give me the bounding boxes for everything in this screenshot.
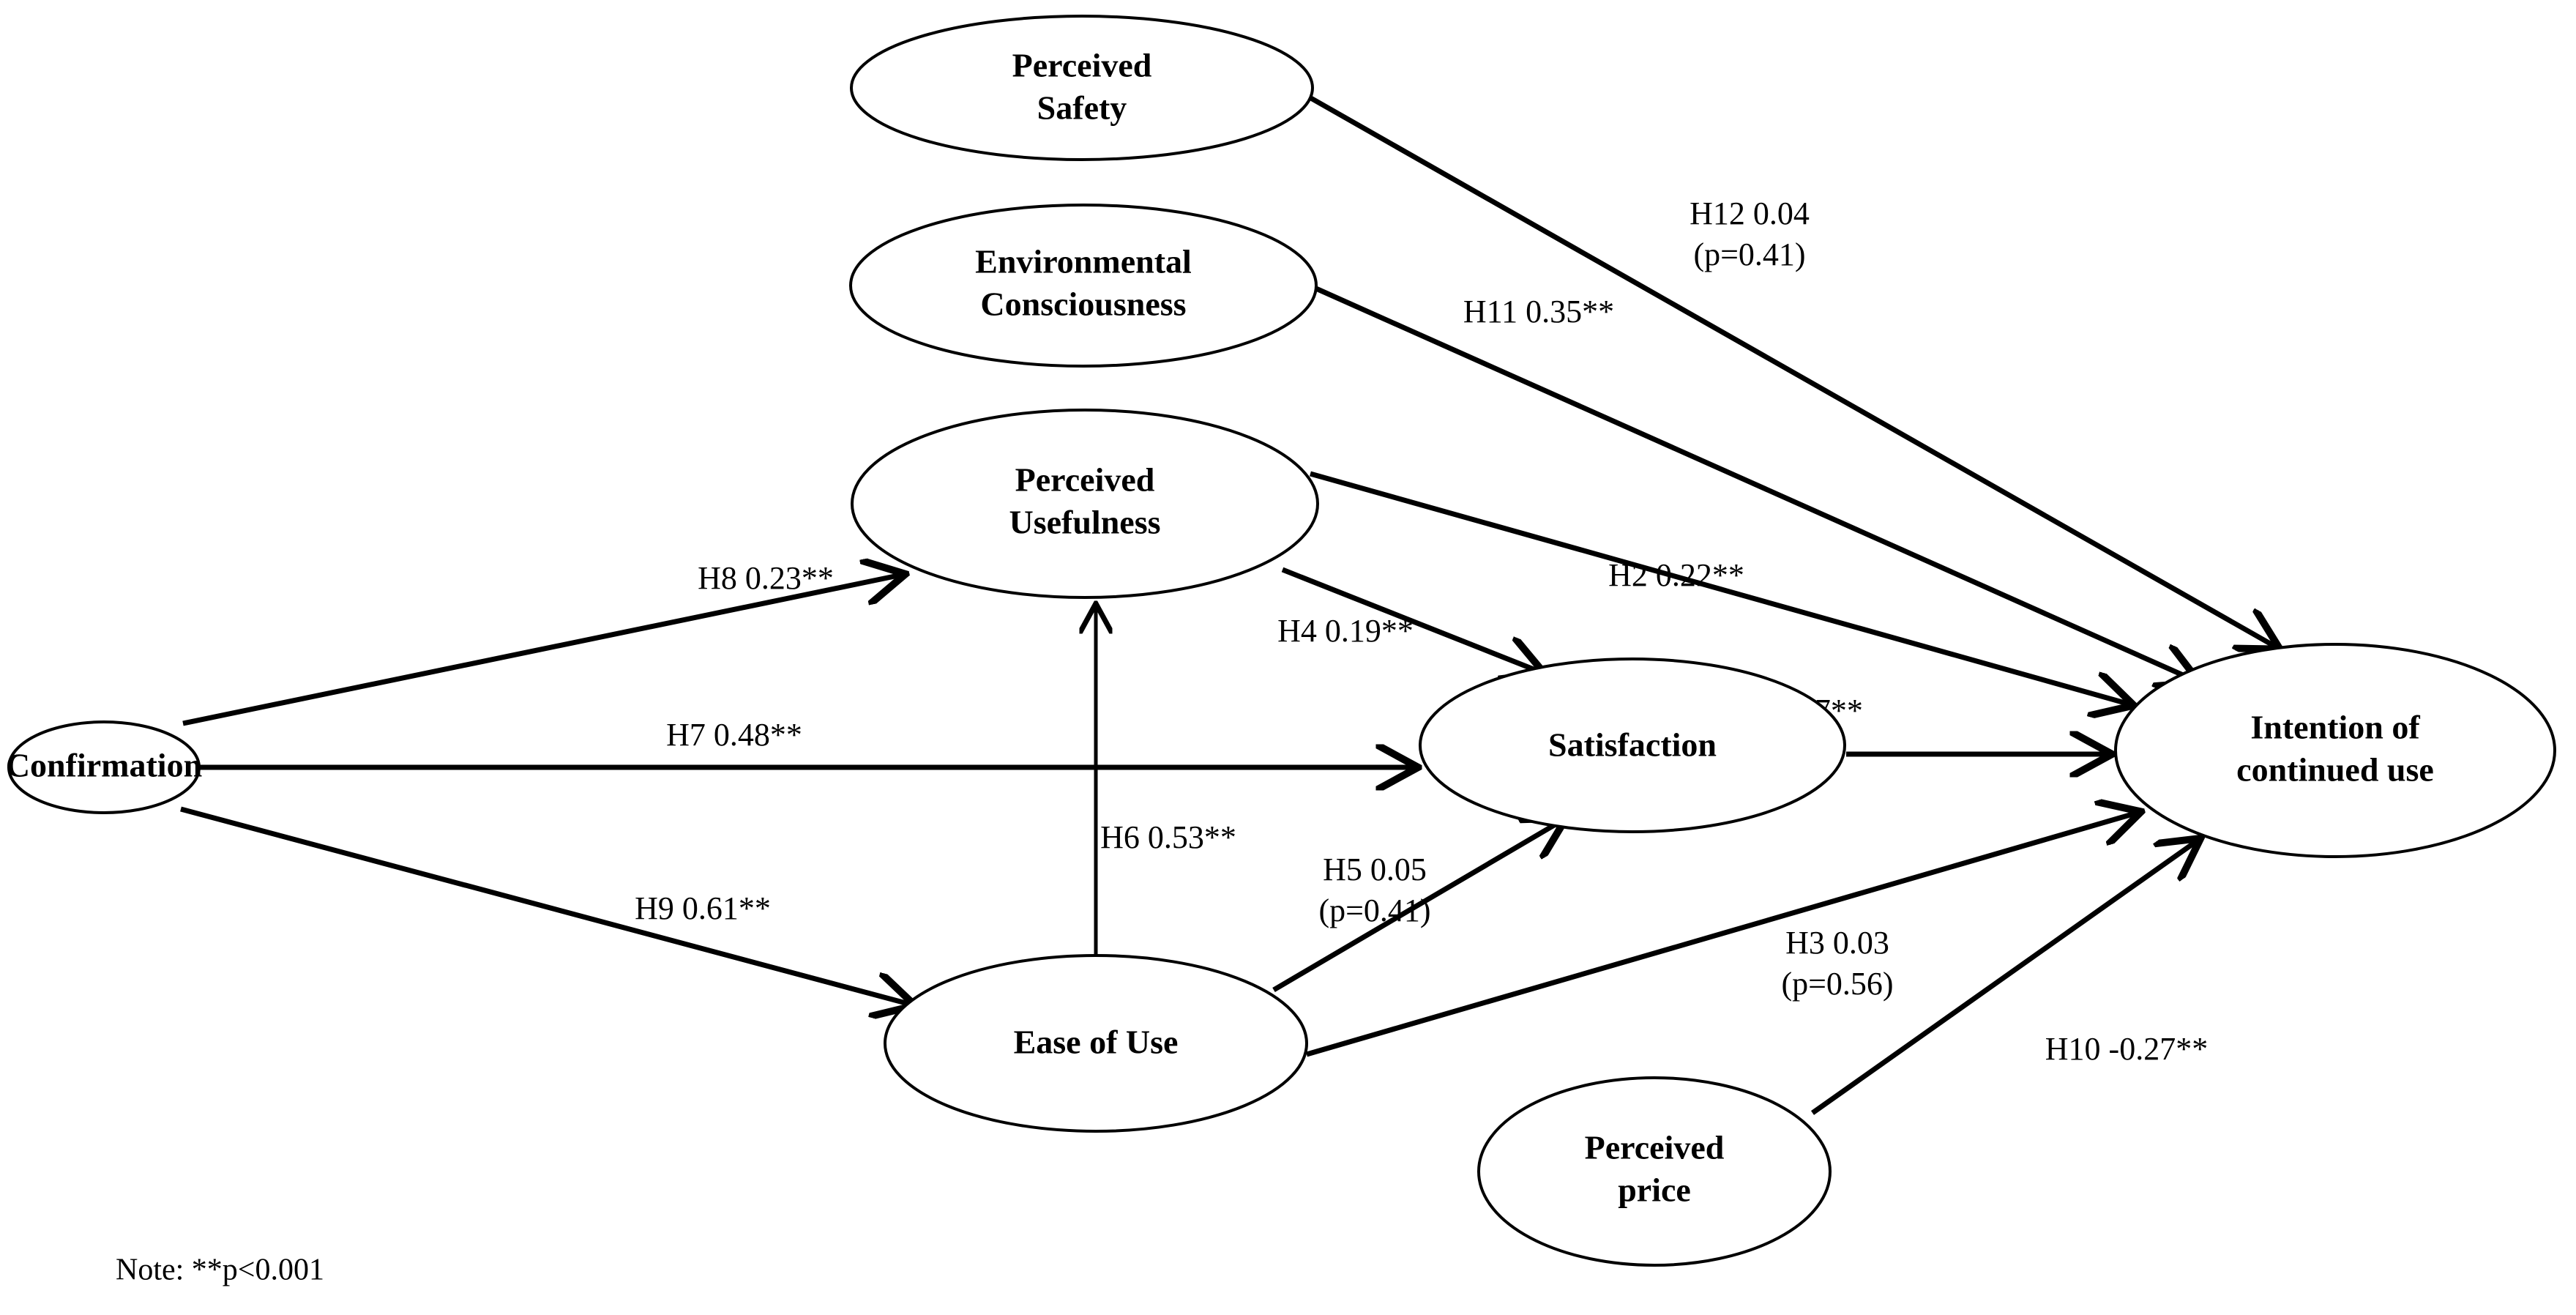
edge-h8-label: H8 0.23** (698, 560, 834, 596)
edge-h11-line (1310, 283, 2196, 681)
edge-h5: H5 0.05 (p=0.41) (1272, 820, 1563, 993)
edge-h8: H8 0.23** (182, 560, 902, 726)
node-ease-of-use[interactable]: Ease of Use (884, 954, 1308, 1133)
node-intention-of-continued-use-shape[interactable] (2114, 643, 2556, 858)
node-environmental-consciousness-label-line2: Consciousness (980, 286, 1186, 323)
node-ease-of-use-label: Ease of Use (1014, 1024, 1179, 1061)
edge-h5-line (1272, 820, 1563, 993)
figure-note: Note: **p<0.001 (116, 1253, 324, 1287)
edge-h3: H3 0.03 (p=0.56) (1306, 813, 2138, 1057)
node-perceived-price-shape[interactable] (1477, 1076, 1832, 1267)
edge-h5-label-line2: (p=0.41) (1318, 893, 1430, 928)
node-perceived-usefulness-label-line1: Perceived (1015, 461, 1155, 499)
node-confirmation-label: Confirmation (6, 747, 202, 784)
node-perceived-usefulness[interactable]: Perceived Usefulness (851, 409, 1319, 599)
node-environmental-consciousness[interactable]: Environmental Consciousness (849, 204, 1318, 368)
edge-h7-label: H7 0.48** (666, 717, 802, 753)
node-intention-of-continued-use[interactable]: Intention of continued use (2114, 643, 2556, 858)
edge-h10-line (1810, 841, 2198, 1115)
edge-h2-line (1310, 471, 2130, 704)
node-perceived-usefulness-label-line2: Usefulness (1009, 504, 1160, 541)
node-perceived-safety[interactable]: Perceived Safety (850, 15, 1314, 161)
node-confirmation-shape[interactable] (7, 720, 201, 814)
edge-h8-line (182, 575, 902, 726)
node-perceived-price[interactable]: Perceived price (1477, 1076, 1832, 1267)
node-environmental-consciousness-shape[interactable] (849, 204, 1318, 368)
edge-h9: H9 0.61** (180, 806, 911, 1005)
edge-h3-line (1306, 813, 2138, 1057)
edge-h2-label: H2 0.22** (1608, 557, 1744, 593)
node-confirmation[interactable]: Confirmation (6, 720, 202, 814)
node-perceived-price-label-line2: price (1618, 1171, 1691, 1209)
node-satisfaction-shape[interactable] (1419, 658, 1846, 833)
edge-h4-label: H4 0.19** (1277, 613, 1414, 649)
edge-h10: H10 -0.27** (1810, 841, 2208, 1115)
node-perceived-safety-label-line1: Perceived (1012, 47, 1152, 84)
edge-h10-label: H10 -0.27** (2045, 1031, 2208, 1067)
edge-h2: H2 0.22** (1310, 471, 2130, 704)
edge-h3-label-line1: H3 0.03 (1785, 925, 1889, 961)
edge-h6-label: H6 0.53** (1100, 819, 1236, 855)
edge-h12: H12 0.04 (p=0.41) (1308, 94, 2277, 647)
edge-h12-line (1308, 94, 2277, 647)
node-ease-of-use-shape[interactable] (884, 954, 1308, 1133)
edge-h5-label-line1: H5 0.05 (1323, 852, 1427, 887)
edge-h9-label: H9 0.61** (635, 890, 771, 926)
node-satisfaction-label: Satisfaction (1548, 726, 1717, 764)
edge-h4: H4 0.19** (1277, 567, 1541, 672)
node-perceived-safety-shape[interactable] (850, 15, 1314, 161)
edge-h12-label-line1: H12 0.04 (1690, 195, 1810, 231)
node-perceived-price-label-line1: Perceived (1585, 1129, 1725, 1166)
node-intention-label-line2: continued use (2236, 751, 2434, 789)
node-satisfaction[interactable]: Satisfaction (1419, 658, 1846, 833)
edge-h11: H11 0.35** (1310, 283, 2196, 681)
node-perceived-safety-label-line2: Safety (1037, 89, 1127, 127)
edge-h6: H6 0.53** (1096, 606, 1236, 955)
edge-h12-label-line2: (p=0.41) (1693, 236, 1805, 272)
node-intention-label-line1: Intention of (2250, 709, 2420, 746)
node-environmental-consciousness-label-line1: Environmental (975, 243, 1192, 280)
edge-h7: H7 0.48** (199, 717, 1414, 767)
edge-h9-line (180, 806, 911, 1005)
edge-h11-label: H11 0.35** (1463, 294, 1614, 329)
node-perceived-usefulness-shape[interactable] (851, 409, 1319, 599)
edge-h4-line (1281, 567, 1541, 672)
edge-h3-label-line2: (p=0.56) (1781, 966, 1893, 1002)
